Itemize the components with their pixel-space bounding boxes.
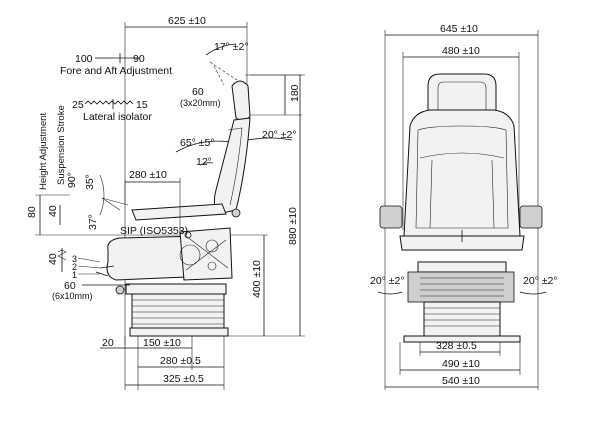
side-armrest [131,203,227,221]
armrest-knob [231,208,241,218]
front-base-plate [403,335,521,343]
base-20: 20 [102,337,114,349]
angle-37: 37° [87,214,99,230]
suspension-bellows [131,293,225,329]
base-325: 325 ±0.5 [163,373,204,385]
fore-aft-front: 100 [75,53,93,65]
angle-90: 90° [66,172,78,188]
stop-2: 2 [72,262,77,272]
base-540: 540 ±10 [442,375,480,387]
front-backrest [403,109,521,237]
seat-depth-label: 280 ±10 [129,169,167,181]
cushion-adj-value: 60 [64,280,76,292]
headrest-tilt-label: 17° ±2° [214,41,249,53]
stop-1: 1 [72,270,77,280]
backrest-range-label: 65° ±5° [180,137,215,149]
height-adj-value: 80 [26,206,38,218]
susp-stroke-label: Suspension Stroke [56,105,67,185]
backrest-width-label: 480 ±10 [442,45,480,57]
base-top-plate [125,283,227,295]
sip-label: SIP (ISO5353) [120,225,188,237]
front-view: 645 ±10 480 ±10 20° ±2° 20° ±2° [370,23,558,390]
front-mechanism [407,271,515,303]
base-280: 280 ±0.5 [160,355,201,367]
overall-height-label: 880 ±10 [287,207,299,245]
left-armrest [379,205,403,229]
sip-marker [184,231,192,239]
backrest-angle-label: 12° [196,156,212,168]
lateral-right: 15 [136,99,148,111]
stop-3: 3 [72,254,77,264]
base-lever-knob [115,285,125,295]
base-490: 490 ±10 [442,358,480,370]
front-bellows [423,301,501,337]
side-backrest [213,117,251,215]
lower-40: 40 [47,253,59,265]
fore-aft-label: Fore and Aft Adjustment [60,65,172,77]
headrest-adj-detail: (3x20mm) [180,98,221,108]
side-view: 625 ±10 100 90 Fore and Aft Adjustment 2… [26,15,305,390]
front-seat-cushion [399,235,525,251]
backrest-back-label: 20° ±2° [262,129,297,141]
lateral-left: 25 [72,99,84,111]
height-adj-label: Height Adjustment [38,113,49,190]
sip-cross [456,230,468,242]
overall-depth-label: 625 ±10 [168,15,206,27]
fore-aft-back: 90 [133,53,145,65]
swivel-left-label: 20° ±2° [370,275,405,287]
overall-width-label: 645 ±10 [440,23,478,35]
sip-height-label: 400 ±10 [251,260,263,298]
base-150: 150 ±10 [143,337,181,349]
susp-stroke-value: 40 [47,205,59,217]
front-mechanism-top [417,261,507,273]
front-headrest [427,73,497,110]
lateral-label: Lateral isolator [83,111,152,123]
angle-35: 35° [84,174,96,190]
headrest-height-label: 180 [289,84,301,102]
base-bottom-plate [129,327,229,337]
base-328: 328 ±0.5 [436,340,477,352]
headrest-adj-value: 60 [192,86,204,98]
side-headrest [231,80,251,122]
swivel-right-label: 20° ±2° [523,275,558,287]
cushion-adj-detail: (6x10mm) [52,291,93,301]
right-armrest [519,205,543,229]
